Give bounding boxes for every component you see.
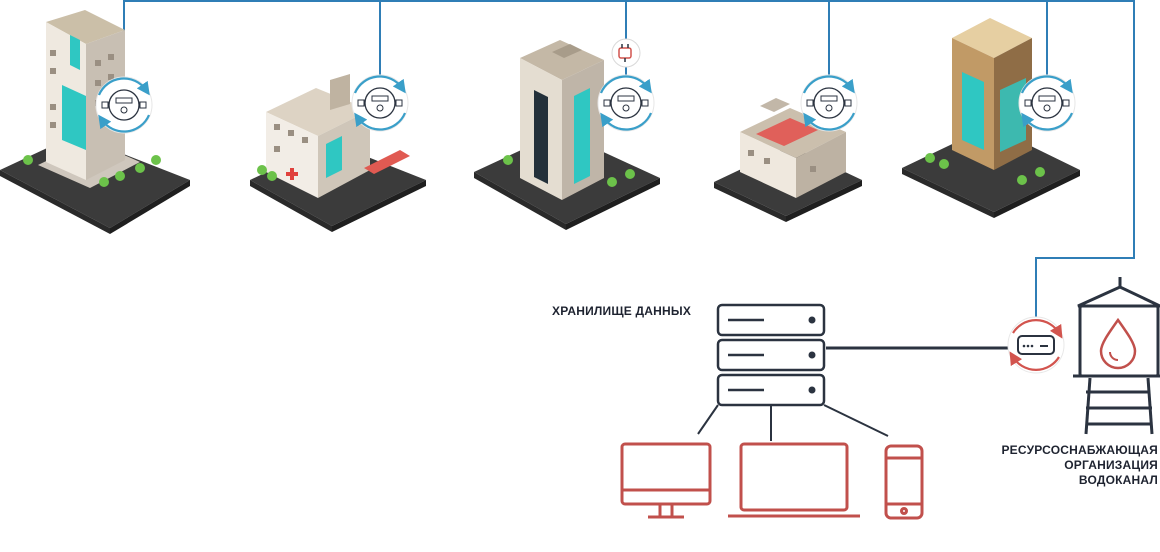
tall-residential-building: [0, 10, 190, 234]
server-unit-2: [716, 338, 826, 372]
storage-label: ХРАНИЛИЩЕ ДАННЫХ: [552, 304, 692, 318]
water-meter-icon: [597, 74, 655, 132]
factory-building: [714, 98, 862, 222]
water-drop-icon: [1099, 317, 1137, 370]
office-tower-building: [474, 40, 660, 230]
server-unit-1: [716, 303, 826, 337]
water-meter-icon: [1018, 74, 1076, 132]
laptop-icon: [728, 442, 860, 518]
utility-label-line-1: РЕСУРСОСНАБЖАЮЩАЯ: [1001, 443, 1158, 457]
utility-label: РЕСУРСОСНАБЖАЮЩАЯ ОРГАНИЗАЦИЯ ВОДОКАНАЛ: [1001, 443, 1158, 488]
client-links: [697, 404, 889, 441]
gateway-icon: [1007, 316, 1065, 374]
data-storage-servers: [716, 303, 826, 407]
water-meter-icon: [351, 74, 409, 132]
utility-label-line-2: ОРГАНИЗАЦИЯ: [1064, 458, 1158, 472]
desktop-monitor-icon: [620, 442, 712, 519]
water-meter-icon: [95, 76, 153, 134]
smartphone-icon: [884, 444, 924, 520]
utility-label-line-3: ВОДОКАНАЛ: [1078, 473, 1158, 487]
water-meter-badges: [95, 74, 1076, 134]
water-meter-icon: [800, 74, 858, 132]
glass-tower-building: [902, 18, 1080, 218]
plug-icon: [611, 38, 641, 68]
water-tower-icon: [1073, 277, 1160, 435]
hospital-building: [250, 74, 426, 232]
